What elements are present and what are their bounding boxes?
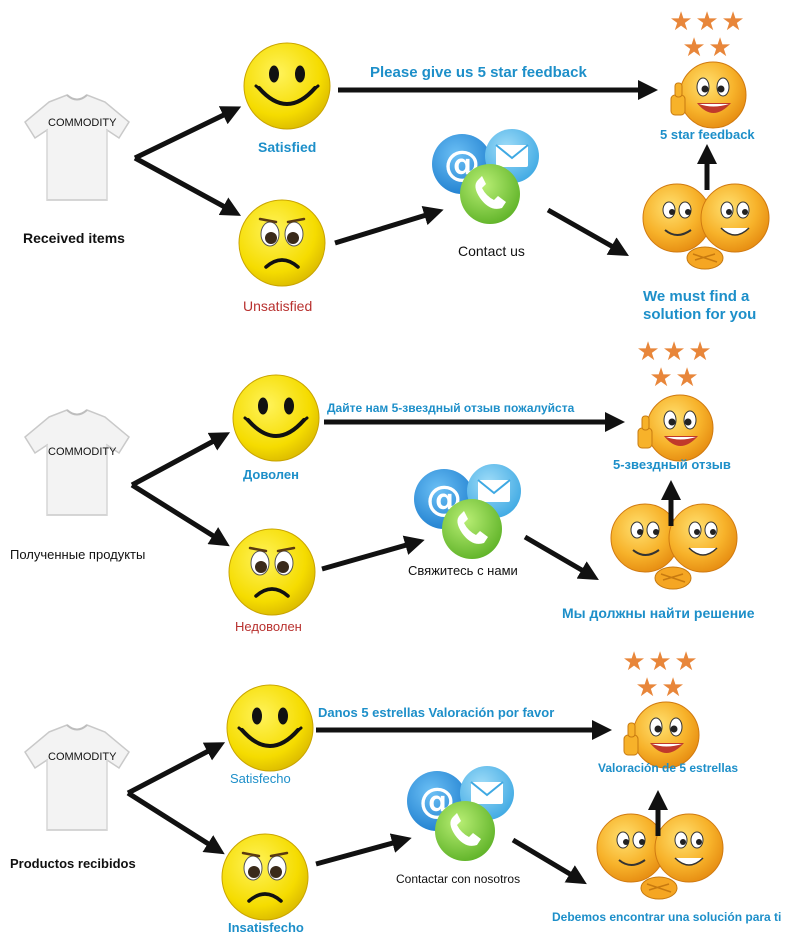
section-3-graphics xyxy=(24,647,724,922)
section-2-graphics xyxy=(24,337,738,617)
unsatisfied-label: Insatisfecho xyxy=(228,920,304,935)
section-1-graphics xyxy=(24,7,770,288)
arrow-to-unsatisfied xyxy=(130,482,230,547)
five-star-label: 5-звездный отзыв xyxy=(613,457,731,472)
happy-smiley-icon xyxy=(242,41,332,131)
star-icon xyxy=(622,647,698,703)
received-items-label: Received items xyxy=(23,230,125,246)
arrow-to-solution xyxy=(523,534,599,581)
solution-label-line2: solution for you xyxy=(643,306,757,323)
please-feedback-label: Дайте нам 5-звездный отзыв пожалуйста xyxy=(327,401,575,415)
satisfied-label: Satisfecho xyxy=(230,771,291,786)
arrow-to-satisfied xyxy=(130,432,231,488)
unsatisfied-label: Недоволен xyxy=(235,619,302,634)
star-icon xyxy=(669,7,745,63)
contact-icons xyxy=(406,765,515,862)
sad-smiley-icon xyxy=(237,198,327,288)
solution-label: Debemos encontrar una solución para ti xyxy=(552,910,782,924)
t-shirt-label: COMMODITY xyxy=(48,751,117,763)
arrow-to-contact xyxy=(315,833,412,867)
contact-icons xyxy=(413,463,522,560)
five-star-label: Valoración de 5 estrellas xyxy=(598,761,739,775)
section-spanish: COMMODITY Productos recibidos Satisfecho… xyxy=(0,640,790,944)
unsatisfied-label: Unsatisfied xyxy=(243,298,313,314)
t-shirt-label: COMMODITY xyxy=(48,446,117,458)
arrow-to-satisfied xyxy=(133,106,242,161)
contact-icons xyxy=(431,128,540,225)
contact-label: Свяжитесь с нами xyxy=(408,563,518,578)
please-feedback-label: Danos 5 estrellas Valoración por favor xyxy=(318,705,555,720)
arrow-to-solution xyxy=(511,837,587,885)
arrow-to-satisfied xyxy=(126,742,226,796)
thumbs-up-emoji-icon xyxy=(637,394,714,462)
arrow-to-contact xyxy=(334,205,444,246)
t-shirt-label: COMMODITY xyxy=(48,117,117,129)
please-feedback-label: Please give us 5 star feedback xyxy=(370,64,587,81)
happy-smiley-icon xyxy=(225,683,315,773)
section-english: COMMODITY Received items Satisfied Unsat… xyxy=(0,0,790,330)
handshake-emoji-icon xyxy=(642,183,770,270)
sad-smiley-icon xyxy=(220,832,310,922)
arrow-to-unsatisfied xyxy=(133,155,242,216)
handshake-emoji-icon xyxy=(610,503,738,590)
contact-label: Contactar con nosotros xyxy=(396,872,521,886)
thumbs-up-emoji-icon xyxy=(670,61,747,129)
happy-smiley-icon xyxy=(231,373,321,463)
arrow-to-contact xyxy=(321,535,425,572)
contact-label: Contact us xyxy=(458,243,525,259)
satisfied-label: Satisfied xyxy=(258,139,317,155)
sad-smiley-icon xyxy=(227,527,317,617)
received-items-label: Полученные продукты xyxy=(10,547,146,562)
satisfied-label: Доволен xyxy=(243,467,299,482)
star-icon xyxy=(636,337,712,393)
five-star-label: 5 star feedback xyxy=(660,127,755,142)
arrow-to-unsatisfied xyxy=(126,790,225,855)
thumbs-up-emoji-icon xyxy=(623,701,700,769)
received-items-label: Productos recibidos xyxy=(10,856,136,871)
solution-label-line1: We must find a xyxy=(643,288,750,305)
arrow-to-solution xyxy=(546,207,629,256)
solution-label: Мы должны найти решение xyxy=(562,605,755,621)
t-shirt-icon xyxy=(24,94,130,201)
section-russian: COMMODITY Полученные продукты Доволен Не… xyxy=(0,330,790,640)
t-shirt-icon xyxy=(24,409,130,516)
t-shirt-icon xyxy=(24,724,130,831)
